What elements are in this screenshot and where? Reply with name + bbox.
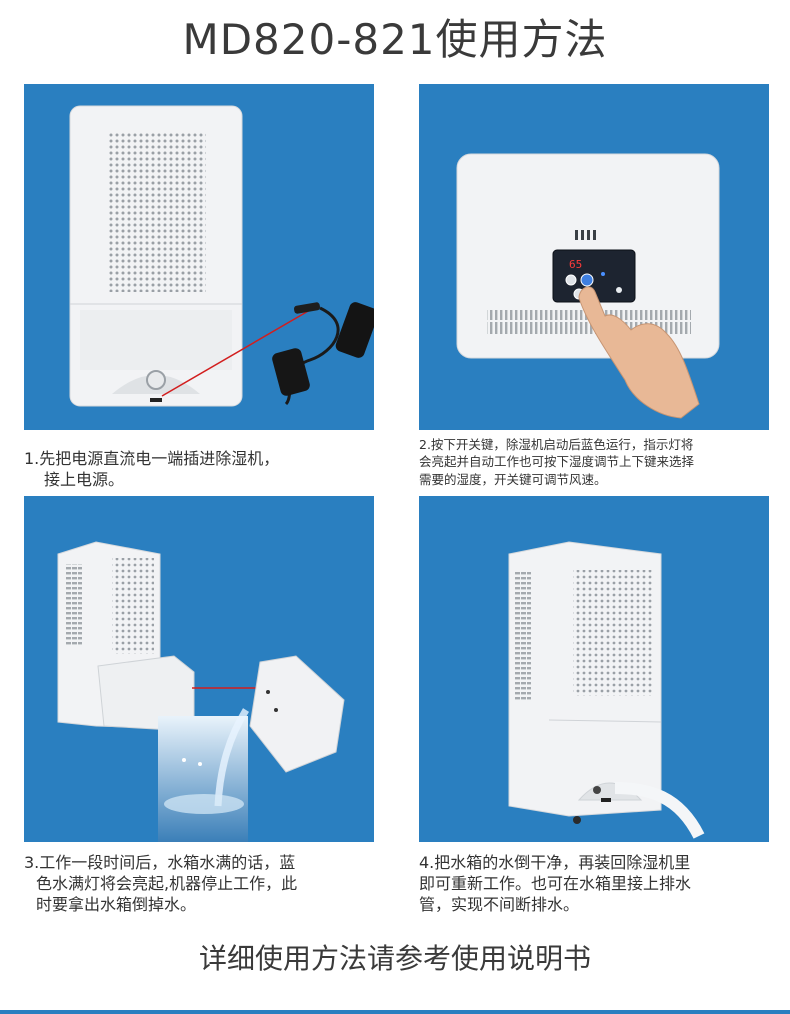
step-4-caption: 4.把水箱的水倒干净，再装回除湿机里 即可重新工作。也可在水箱里接上排水 管，实… [419, 853, 692, 914]
step-2-caption: 2.按下开关键，除湿机启动后蓝色运行，指示灯将 会亮起并自动工作也可按下湿度调节… [419, 437, 695, 487]
humidity-readout: 65 [569, 258, 582, 271]
step-2-image: 65 [419, 84, 769, 430]
step-1-image [24, 84, 374, 430]
step-3-image [24, 496, 374, 842]
footer-note: 详细使用方法请参考使用说明书 [198, 942, 591, 975]
page-title: MD820-821使用方法 [182, 15, 608, 64]
step-4-image [419, 496, 769, 842]
step-1-caption: 1.先把电源直流电一端插进除湿机， 接上电源。 [24, 449, 280, 489]
step-3-caption: 3.工作一段时间后，水箱水满的话，蓝 色水满灯将会亮起,机器停止工作，此 时要拿… [24, 853, 298, 914]
bottom-divider [0, 1010, 790, 1014]
